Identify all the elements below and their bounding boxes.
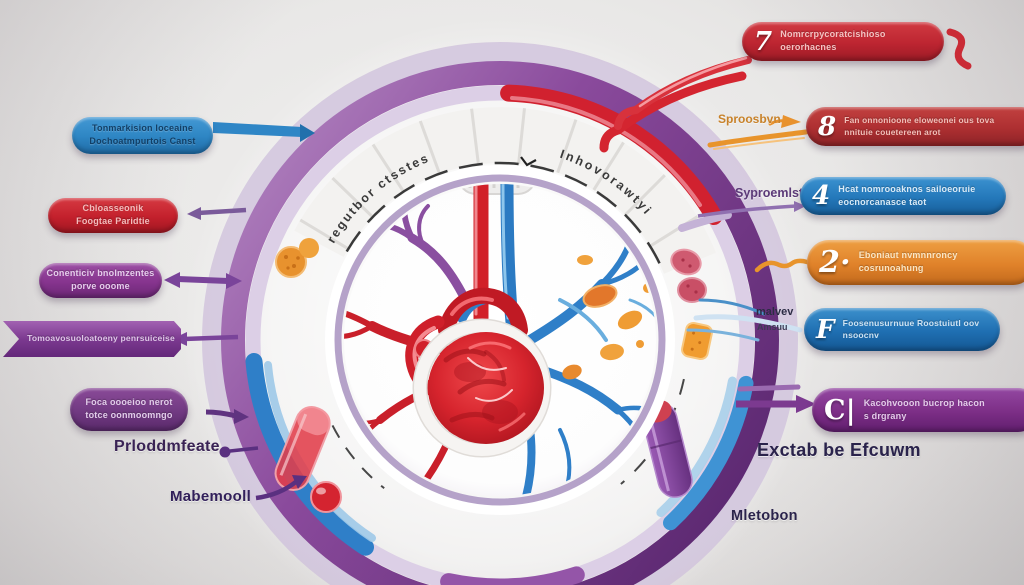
callout-right-4: 2· Eboniaut nvmnnroncy cosrunoahung: [807, 240, 1024, 285]
right-text-mletobon: Mletobon: [731, 508, 798, 524]
leader-mab: [255, 475, 307, 501]
arc-purple-bottom: [440, 566, 585, 585]
callout-right-5-line-1: Foosenusurnuue Roostuiutl oov: [842, 317, 980, 328]
side-label-sproosbvn: Sproosbvn: [718, 112, 781, 126]
leader-purple-pill: [205, 409, 249, 424]
callout-left-3-line-2: porve ooome: [71, 281, 130, 291]
callout-right-4-line-1: Eboniaut nvmnnroncy: [858, 250, 958, 261]
callout-left-5: Foca oooeioo nerot totce oonmoomngo: [70, 388, 188, 431]
callout-right-3-line-1: Hcat nomrooaknos sailoeoruie: [838, 183, 976, 194]
callout-left-1: Tonmarkision loceaine Dochoatmpurtois Ca…: [72, 117, 213, 154]
segment-band: [294, 107, 716, 275]
callout-left-1-line-2: Dochoatmpurtois Canst: [89, 136, 196, 146]
leader-red-hooks: [599, 28, 972, 153]
leader-ci-arrow: [736, 384, 816, 413]
heart-body: [412, 318, 552, 458]
callout-right-6-glyph: C|: [824, 394, 856, 426]
right-text-exctab: Exctab be Efcuwm: [757, 440, 921, 460]
callout-right-6-line-2: s drgrany: [863, 410, 907, 421]
leader-dot-line: [219, 446, 259, 458]
callout-right-2-line-2: nnituie couetereen arot: [844, 127, 941, 137]
callout-right-6-line-1: Kacohvooon bucrop hacon: [863, 397, 985, 408]
orange-cluster: [275, 238, 319, 278]
callout-left-4-banner: Tomoavosuoloatoeny penrsuiceise: [3, 321, 181, 357]
callout-right-2-line-1: Fan onnonioone eloweonei ous tova: [844, 115, 995, 126]
side-label-malvev: malvev: [756, 306, 794, 318]
leader-double-arrow: [164, 272, 242, 289]
callout-right-5-glyph: F: [816, 314, 835, 345]
pink-cell-cluster: [670, 248, 707, 303]
leader-squiggle: [754, 258, 810, 273]
test-tube: [274, 406, 342, 513]
callout-right-2-glyph: 8: [818, 111, 837, 142]
tick-mark: [520, 156, 537, 167]
side-label-amsuu: Amsuu: [757, 322, 788, 332]
callout-right-1-line-2: oerorhacnes: [780, 42, 837, 52]
callout-left-2-line-2: Foogtae Paridtie: [76, 216, 150, 226]
leader-orange: [707, 115, 809, 150]
callout-left-5-line-2: totce oonmoomngo: [85, 410, 173, 420]
callout-left-3: Conenticiv bnolmzentes porve ooome: [39, 263, 162, 298]
callout-right-1-glyph: 7: [754, 26, 773, 57]
callout-right-2: 8 Fan onnonioone eloweonei ous tova nnit…: [806, 107, 1024, 146]
leader-red-pill: [187, 207, 247, 220]
callout-left-2-line-1: Cbloasseonik: [82, 203, 144, 214]
callout-right-3-glyph: 4: [812, 181, 831, 211]
callout-right-5-line-2: nsoocnv: [842, 330, 880, 340]
callout-left-2: Cbloasseonik Foogtae Paridtie: [48, 198, 178, 233]
red-s-decoration: [946, 28, 972, 70]
leader-blue-pill: [213, 122, 315, 142]
callout-right-4-glyph: 2·: [819, 244, 851, 280]
callout-left-5-line-1: Foca oooeioo nerot: [85, 397, 173, 408]
leader-lines: [164, 28, 972, 501]
leader-blueF: [686, 298, 803, 342]
callout-left-4-line-1: Tomoavosuoloatoeny penrsuiceise: [27, 333, 175, 344]
segment-dividers: [299, 108, 699, 251]
leader-syproeml: [678, 201, 806, 232]
orange-block: [681, 321, 713, 361]
callout-left-3-line-1: Conenticiv bnolmzentes: [46, 268, 155, 279]
left-text-mabemooll: Mabemooll: [170, 488, 252, 505]
callout-right-4-line-2: cosrunoahung: [858, 263, 924, 273]
callout-right-3-line-2: eocnorcanasce taot: [838, 196, 927, 207]
callout-right-6: C| Kacohvooon bucrop hacon s drgrany: [812, 388, 1024, 432]
left-text-prloddmfeate: Prloddmfeate: [114, 438, 220, 455]
callout-left-1-line-1: Tonmarkision loceaine: [91, 123, 194, 134]
callout-right-1-line-1: Nomrcrpycoratcishioso: [780, 29, 886, 40]
side-label-syproemlst: Syproemlst: [735, 186, 804, 200]
callout-right-3: 4 Hcat nomrooaknos sailoeoruie eocnorcan…: [800, 177, 1006, 215]
callout-right-5: F Foosenusurnuue Roostuiutl oov nsoocnv: [804, 308, 1000, 351]
callout-right-1: 7 Nomrcrpycoratcishioso oerorhacnes: [742, 22, 944, 61]
